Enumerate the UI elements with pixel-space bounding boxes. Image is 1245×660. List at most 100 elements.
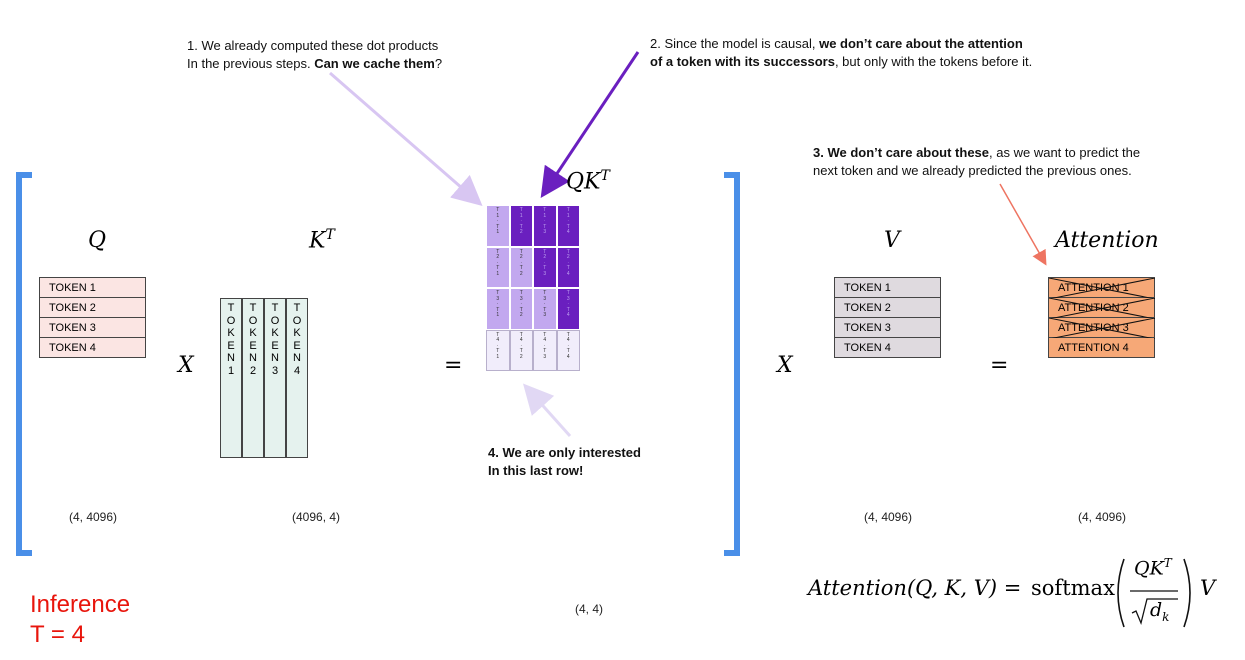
note-causal-bold2: of a token with its successors [650,54,835,69]
qkt-cell-r4-c3: T 4 · T 3 [533,329,557,371]
formula-den-base: d [1150,599,1163,621]
q-token-2: TOKEN 2 [39,297,146,318]
v-token-1: TOKEN 1 [834,277,941,298]
qkt-cell-text: T 2 · T 1 [496,248,500,277]
qkt-cell-text: T 1 · T 3 [543,207,547,235]
qkt-cell-text: T 1 · T 2 [519,207,523,235]
qkt-cell-r2-c3: T 2 · T 3 [533,246,557,288]
attention-matrix: ATTENTION 1 ATTENTION 2 ATTENTION 3 ATTE… [1048,277,1155,358]
note-last-row-line2: In this last row! [488,463,584,478]
inference-label: Inference T = 4 [30,590,130,650]
kt-column-1: T O K E N 1 [220,298,242,458]
v-token-3: TOKEN 3 [834,317,941,338]
formula-num-sup: T [1163,556,1172,570]
kt-label-sup: T [325,227,335,243]
cross-out-1 [1049,278,1155,299]
note-dont-care-line1: , as we want to predict the [989,145,1141,160]
v-label: V [884,228,900,253]
qkt-cell-text: T 2 · T 4 [566,248,570,277]
inference-step: T = 4 [30,621,85,648]
note-causal-line1: 2. Since the model is causal, [650,36,820,51]
note-causal: 2. Since the model is causal, we don’t c… [650,35,1032,71]
qkt-cell-r1-c1: T 1 · T 1 [486,205,510,247]
attention-row-3: ATTENTION 3 [1048,317,1155,339]
attention-shape: (4, 4096) [1078,510,1127,524]
qkt-cell-text: T 3 · T 1 [496,290,500,318]
kt-token-2: T O K E N 2 [248,302,258,377]
attention-row-2: ATTENTION 2 [1048,297,1155,319]
kt-label: KT [309,227,335,253]
inference-title: Inference [30,591,131,618]
note-cache: 1. We already computed these dot product… [187,37,442,73]
formula-lhs: Attention(Q, K, V) = [808,576,1029,600]
qkt-cell-r3-c2: T 3 · T 2 [509,288,533,330]
q-shape: (4, 4096) [69,510,118,524]
qkt-cell-text: T 2 · T 3 [543,248,547,277]
qkt-cell-text: T 3 · T 2 [519,290,523,318]
note-dont-care-line2: next token and we already predicted the … [813,163,1132,178]
times-sign-2: X [777,353,793,378]
qkt-cell-text: T 4 · T 3 [543,331,547,360]
qkt-label-base: QK [566,169,601,195]
note-cache-line1: 1. We already computed these dot product… [187,38,439,53]
arrow-cache [329,71,483,206]
kt-token-4: T O K E N 4 [292,302,302,377]
qkt-cell-text: T 1 · T 4 [566,207,570,235]
kt-column-4: T O K E N 4 [286,298,308,458]
arrow-dont-care [999,183,1047,266]
equals-sign-1: = [444,353,463,378]
q-token-1: TOKEN 1 [39,277,146,298]
kt-column-2: T O K E N 2 [242,298,264,458]
formula-denominator: dk [1150,599,1169,624]
v-token-2: TOKEN 2 [834,297,941,318]
right-bracket [724,172,740,556]
formula-v: V [1200,576,1216,600]
note-causal-line2: , but only with the tokens before it. [834,54,1033,69]
qkt-cell-r2-c4: T 2 · T 4 [556,246,580,288]
q-label: Q [88,228,107,253]
qkt-cell-r1-c2: T 1 · T 2 [509,205,533,247]
qkt-cell-text: T 1 · T 1 [496,207,500,235]
formula-softmax: softmax [1031,576,1115,600]
qkt-cell-text: T 3 · T 3 [543,290,547,318]
cross-out-2 [1049,298,1155,319]
v-token-4: TOKEN 4 [834,337,941,358]
kt-shape: (4096, 4) [292,510,341,524]
note-dont-care-bold: 3. We don’t care about these [813,145,990,160]
cross-out-3 [1049,318,1155,339]
note-cache-q: ? [434,56,443,71]
qkt-shape: (4, 4) [575,602,604,616]
formula-den-sub: k [1162,609,1170,624]
qkt-label: QKT [566,168,610,194]
kt-token-1: T O K E N 1 [226,302,236,377]
formula-num-base: QK [1134,557,1164,580]
note-cache-bold: Can we cache them [314,56,435,71]
qkt-cell-text: T 2 · T 2 [519,248,523,277]
attention-formula: Attention(Q, K, V) = softmax QKT dk V [808,555,1228,635]
kt-matrix: T O K E N 1 T O K E N 2 T O K E N 3 T O … [220,298,308,458]
attention-label: Attention [1055,228,1159,253]
kt-label-base: K [309,228,326,254]
qkt-cell-text: T 3 · T 4 [566,290,570,318]
qkt-cell-r1-c4: T 1 · T 4 [556,205,580,247]
qkt-cell-text: T 4 · T 2 [519,331,523,360]
note-last-row: 4. We are only interested In this last r… [488,444,641,480]
times-sign-1: X [178,353,194,378]
qkt-cell-r3-c1: T 3 · T 1 [486,288,510,330]
qkt-cell-r4-c1: T 4 · T 1 [486,329,510,371]
arrow-causal [540,51,640,198]
equals-sign-2: = [990,353,1009,378]
formula-numerator: QKT [1134,556,1172,579]
note-cache-line2: In the previous steps. [187,56,315,71]
v-matrix: TOKEN 1 TOKEN 2 TOKEN 3 TOKEN 4 [834,277,941,358]
q-token-4: TOKEN 4 [39,337,146,358]
formula-parens [1117,558,1191,628]
v-shape: (4, 4096) [864,510,913,524]
q-token-3: TOKEN 3 [39,317,146,338]
note-last-row-line1: 4. We are only interested [488,445,641,460]
qkt-label-sup: T [600,168,610,184]
qkt-cell-r4-c4: T 4 · T 4 [556,329,580,371]
left-bracket [16,172,32,556]
qkt-cell-text: T 4 · T 1 [496,331,500,360]
